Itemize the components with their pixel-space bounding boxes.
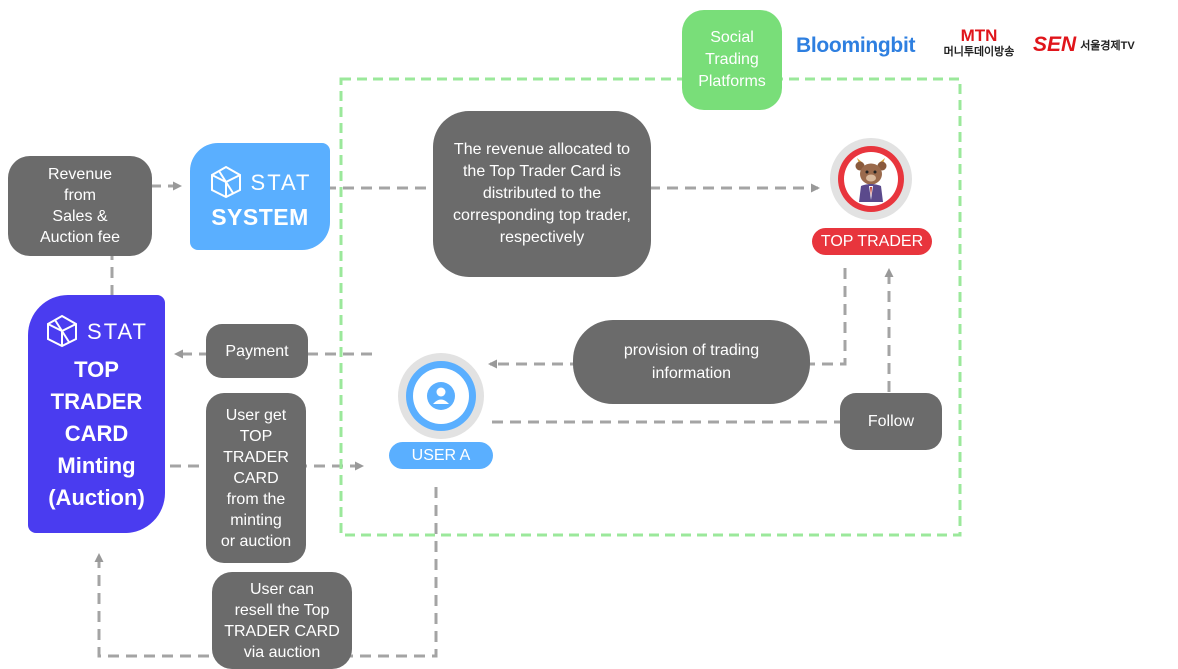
user-a-avatar (398, 353, 484, 439)
distribution-box: The revenue allocated to the Top Trader … (433, 111, 651, 277)
stat-cube-icon (47, 314, 78, 348)
top-trader-card-box: STAT TOP TRADER CARD Minting (Auction) (28, 295, 165, 533)
payment-box: Payment (206, 324, 308, 378)
top-trader-avatar (830, 138, 912, 220)
sen-logo: SEN 서울경제TV (1033, 33, 1135, 56)
user-a-label: USER A (389, 442, 493, 469)
stat-cube-icon (210, 165, 241, 199)
platform-boundary (339, 77, 962, 537)
bear-trader-icon (855, 158, 887, 202)
stat-system-box: STAT SYSTEM (190, 143, 330, 250)
provision-box: provision of trading information (573, 320, 810, 404)
social-trading-platforms-box: Social Trading Platforms (682, 10, 782, 110)
resell-box: User can resell the Top TRADER CARD via … (212, 572, 352, 669)
bloomingbit-logo: Bloomingbit (796, 34, 916, 57)
card-title: TOP TRADER CARD Minting (Auction) (48, 357, 145, 510)
stat-logo: STAT (209, 165, 312, 199)
system-title: SYSTEM (211, 204, 309, 230)
mtn-logo: MTN 머니투데이방송 (943, 26, 1015, 58)
user-get-card-box: User get TOP TRADER CARD from the mintin… (206, 393, 306, 563)
top-trader-label: TOP TRADER (812, 228, 932, 255)
follow-box: Follow (840, 393, 942, 450)
card-stat-logo: STAT (45, 314, 148, 348)
revenue-box: Revenue from Sales & Auction fee (8, 156, 152, 256)
user-icon (427, 382, 455, 410)
